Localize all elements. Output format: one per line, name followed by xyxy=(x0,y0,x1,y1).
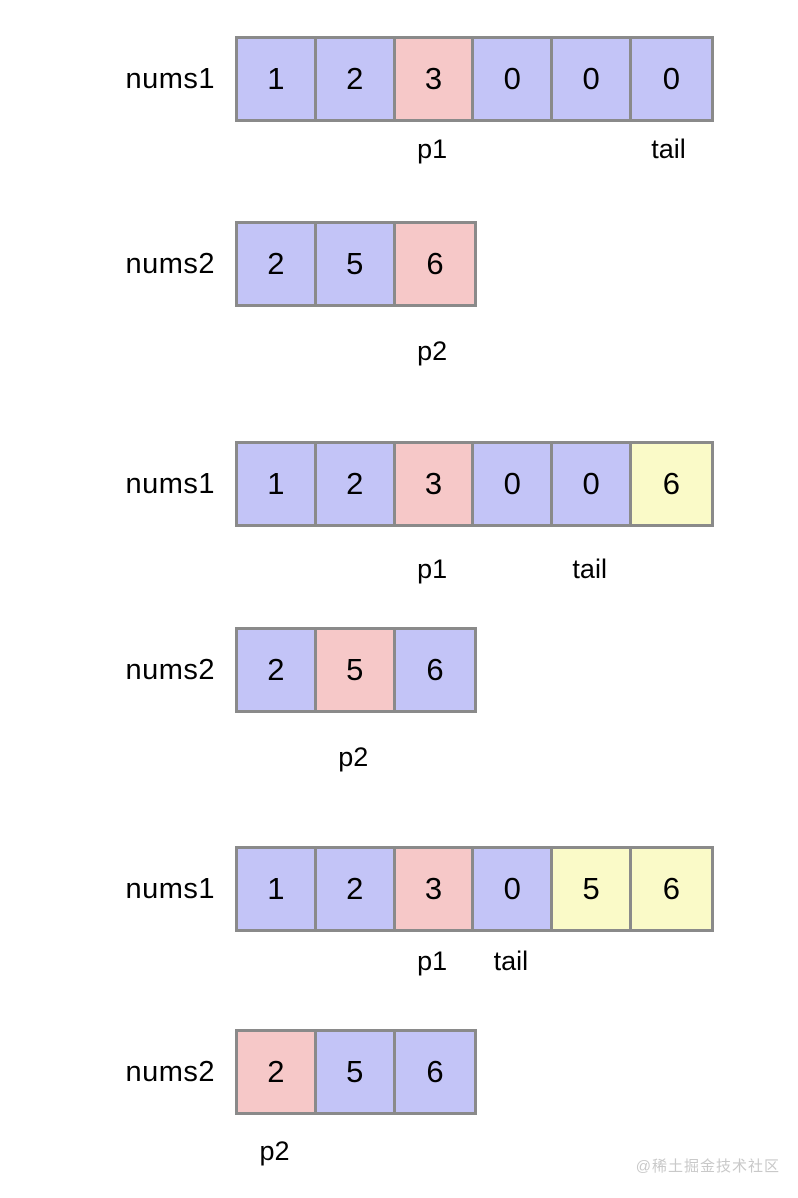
array-label: nums1 xyxy=(125,873,215,905)
array-label: nums1 xyxy=(125,468,215,500)
array-cell: 2 xyxy=(238,630,317,710)
pointer-label-tail: tail xyxy=(493,946,529,976)
pointer-label-p1: p1 xyxy=(417,946,448,976)
array-label: nums2 xyxy=(125,654,215,686)
array-cell: 5 xyxy=(316,224,396,304)
array-cell: 0 xyxy=(553,39,632,119)
array-label: nums1 xyxy=(125,63,215,95)
pointer-label-p2: p2 xyxy=(417,336,448,366)
array-cell: 2 xyxy=(238,224,317,304)
array-label: nums2 xyxy=(125,1056,215,1088)
array-cell: 3 xyxy=(395,39,475,119)
array-cell: 2 xyxy=(316,39,396,119)
array-cell: 0 xyxy=(631,39,711,119)
array-cell: 1 xyxy=(238,39,317,119)
pointer-label-p2: p2 xyxy=(259,1136,290,1166)
pointer-label-p1: p1 xyxy=(417,554,448,584)
array-cell: 3 xyxy=(395,444,475,524)
array-cell: 0 xyxy=(474,444,554,524)
pointer-label-tail: tail xyxy=(651,134,686,164)
watermark: @稀土掘金技术社区 xyxy=(635,1158,780,1175)
array-cell: 5 xyxy=(316,1032,396,1112)
array-cell: 5 xyxy=(553,849,632,929)
pointer-label-tail: tail xyxy=(572,554,607,584)
array-cell: 1 xyxy=(238,849,317,929)
array-cell: 3 xyxy=(395,849,475,929)
array-cell: 2 xyxy=(316,444,396,524)
pointer-label-p1: p1 xyxy=(417,134,448,164)
array-cell: 0 xyxy=(474,39,554,119)
array-cell: 2 xyxy=(316,849,396,929)
pointer-label-p2: p2 xyxy=(338,742,369,772)
array-cell: 1 xyxy=(238,444,317,524)
array-cell: 6 xyxy=(395,224,475,304)
array-cell: 6 xyxy=(395,1032,475,1112)
array-cell: 6 xyxy=(631,849,711,929)
array-cell: 5 xyxy=(316,630,396,710)
array-label: nums2 xyxy=(125,248,215,280)
array-cell: 2 xyxy=(238,1032,317,1112)
array-cell: 6 xyxy=(395,630,475,710)
array-cell: 0 xyxy=(553,444,632,524)
array-cell: 0 xyxy=(474,849,554,929)
array-cell: 6 xyxy=(631,444,711,524)
